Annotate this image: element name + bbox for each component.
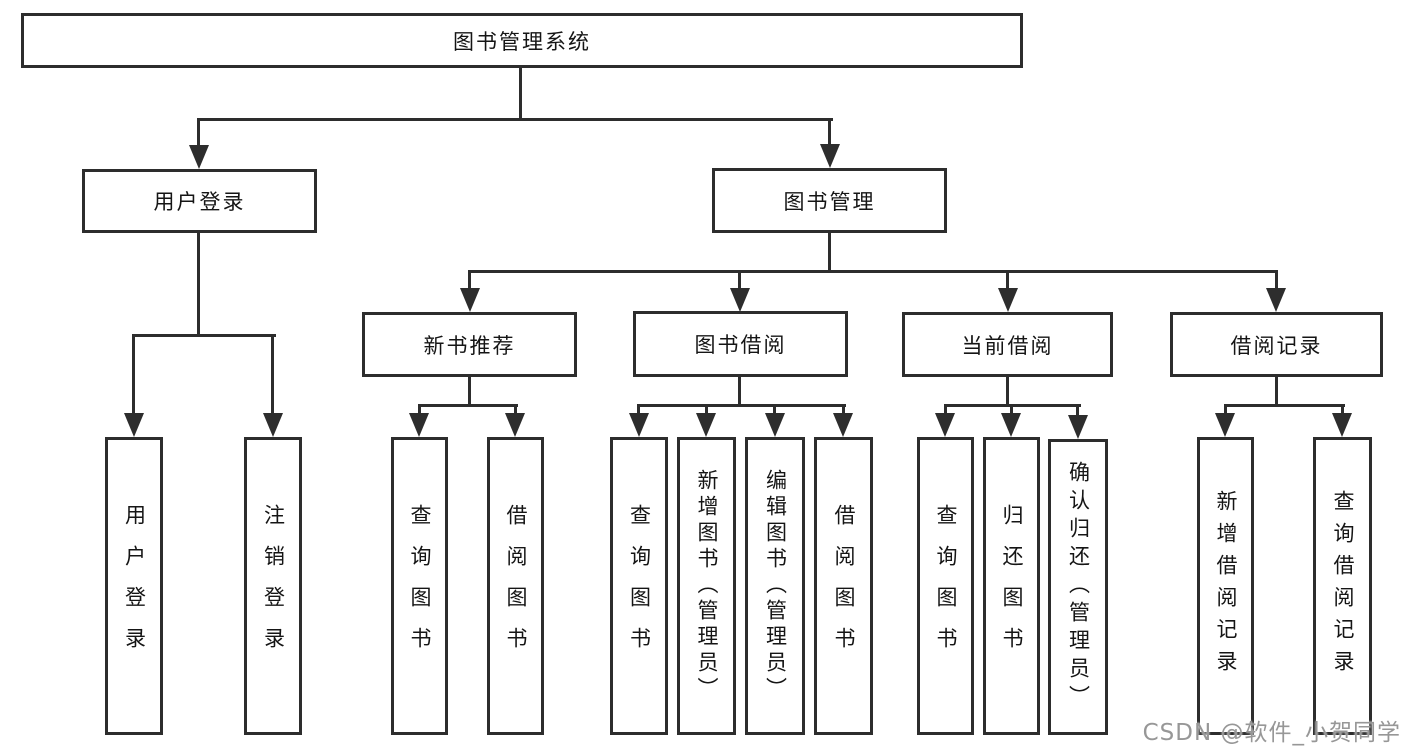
leaf-confirm-return-admin: 确认归还（管理员） — [1048, 439, 1108, 735]
connector-line — [468, 270, 471, 292]
connector-line — [828, 233, 831, 272]
connector-arrowhead — [935, 413, 955, 437]
connector-line — [637, 404, 640, 416]
leaf-query-book-borrowing: 查询图书 — [610, 437, 668, 735]
connector-line — [705, 404, 708, 416]
connector-line — [842, 404, 845, 416]
connector-arrowhead — [1068, 415, 1088, 439]
connector-line — [1006, 377, 1009, 406]
connector-line — [1010, 404, 1013, 416]
node-new-book-recommendation: 新书推荐 — [362, 312, 577, 377]
node-borrowing-records: 借阅记录 — [1170, 312, 1383, 377]
connector-line — [514, 404, 517, 416]
connector-line — [1006, 270, 1009, 292]
leaf-query-book-current: 查询图书 — [917, 437, 974, 735]
connector-line — [132, 334, 135, 416]
connector-arrowhead — [998, 288, 1018, 312]
leaf-label: 查询图书 — [934, 504, 958, 668]
node-label: 借阅记录 — [1230, 333, 1323, 358]
node-label: 新书推荐 — [423, 333, 516, 358]
leaf-label: 查询图书 — [408, 504, 432, 668]
leaf-return-book: 归还图书 — [983, 437, 1040, 735]
connector-arrowhead — [696, 413, 716, 437]
connector-line — [271, 334, 274, 416]
connector-arrowhead — [820, 144, 840, 168]
connector-line — [1275, 270, 1278, 292]
leaf-user-login: 用户登录 — [105, 437, 163, 735]
connector-line — [1224, 404, 1227, 416]
leaf-add-book-admin: 新增图书（管理员） — [677, 437, 736, 735]
connector-arrowhead — [1332, 413, 1352, 437]
connector-line — [1076, 404, 1079, 418]
leaf-logout: 注销登录 — [244, 437, 302, 735]
leaf-label: 新增图书（管理员） — [695, 469, 719, 703]
connector-line — [132, 334, 276, 337]
leaf-edit-book-admin: 编辑图书（管理员） — [745, 437, 805, 735]
node-current-borrowing: 当前借阅 — [902, 312, 1113, 377]
node-user-login: 用户登录 — [82, 169, 317, 233]
connector-line — [1275, 377, 1278, 406]
connector-line — [418, 404, 421, 416]
connector-arrowhead — [409, 413, 429, 437]
connector-arrowhead — [1266, 288, 1286, 312]
connector-line — [738, 377, 741, 406]
connector-arrowhead — [629, 413, 649, 437]
node-library-management-system: 图书管理系统 — [21, 13, 1023, 68]
leaf-label: 借阅图书 — [832, 504, 856, 668]
connector-line — [468, 377, 471, 406]
leaf-label: 注销登录 — [261, 504, 286, 668]
node-label: 图书管理 — [783, 189, 876, 214]
connector-arrowhead — [1215, 413, 1235, 437]
connector-arrowhead — [730, 288, 750, 312]
leaf-query-borrow-record: 查询借阅记录 — [1313, 437, 1372, 735]
node-book-borrowing: 图书借阅 — [633, 311, 848, 377]
connector-line — [468, 270, 1278, 273]
leaf-label: 编辑图书（管理员） — [763, 469, 788, 703]
leaf-borrow-book: 借阅图书 — [814, 437, 873, 735]
leaf-borrow-book-recommendation: 借阅图书 — [487, 437, 544, 735]
node-label: 图书借阅 — [694, 333, 787, 357]
connector-arrowhead — [833, 413, 853, 437]
leaf-label: 查询借阅记录 — [1331, 490, 1355, 682]
connector-arrowhead — [460, 288, 480, 312]
connector-line — [944, 404, 947, 416]
connector-line — [197, 233, 200, 336]
connector-arrowhead — [124, 413, 144, 437]
node-label: 用户登录 — [153, 190, 246, 214]
leaf-label: 查询图书 — [627, 504, 652, 668]
connector-arrowhead — [765, 413, 785, 437]
leaf-add-borrow-record: 新增借阅记录 — [1197, 437, 1254, 735]
connector-arrowhead — [1001, 413, 1021, 437]
connector-arrowhead — [505, 413, 525, 437]
connector-line — [773, 404, 776, 416]
connector-line — [519, 68, 522, 121]
node-label: 图书管理系统 — [453, 29, 591, 54]
connector-line — [197, 118, 200, 150]
node-book-management: 图书管理 — [712, 168, 947, 233]
csdn-watermark: CSDN @软件_小贺同学 — [1142, 720, 1401, 746]
connector-arrowhead — [263, 413, 283, 437]
connector-line — [418, 404, 518, 407]
leaf-label: 确认归还（管理员） — [1066, 461, 1091, 713]
connector-line — [738, 270, 741, 292]
connector-line — [637, 404, 846, 407]
leaf-label: 归还图书 — [1000, 504, 1024, 668]
node-label: 当前借阅 — [961, 333, 1054, 358]
connector-arrowhead — [189, 145, 209, 169]
connector-line — [197, 118, 833, 121]
leaf-label: 新增借阅记录 — [1214, 490, 1238, 682]
leaf-label: 借阅图书 — [504, 504, 528, 668]
connector-line — [1341, 404, 1344, 416]
leaf-query-book-recommendation: 查询图书 — [391, 437, 448, 735]
connector-line — [828, 118, 831, 150]
connector-line — [1224, 404, 1345, 407]
leaf-label: 用户登录 — [122, 504, 147, 668]
